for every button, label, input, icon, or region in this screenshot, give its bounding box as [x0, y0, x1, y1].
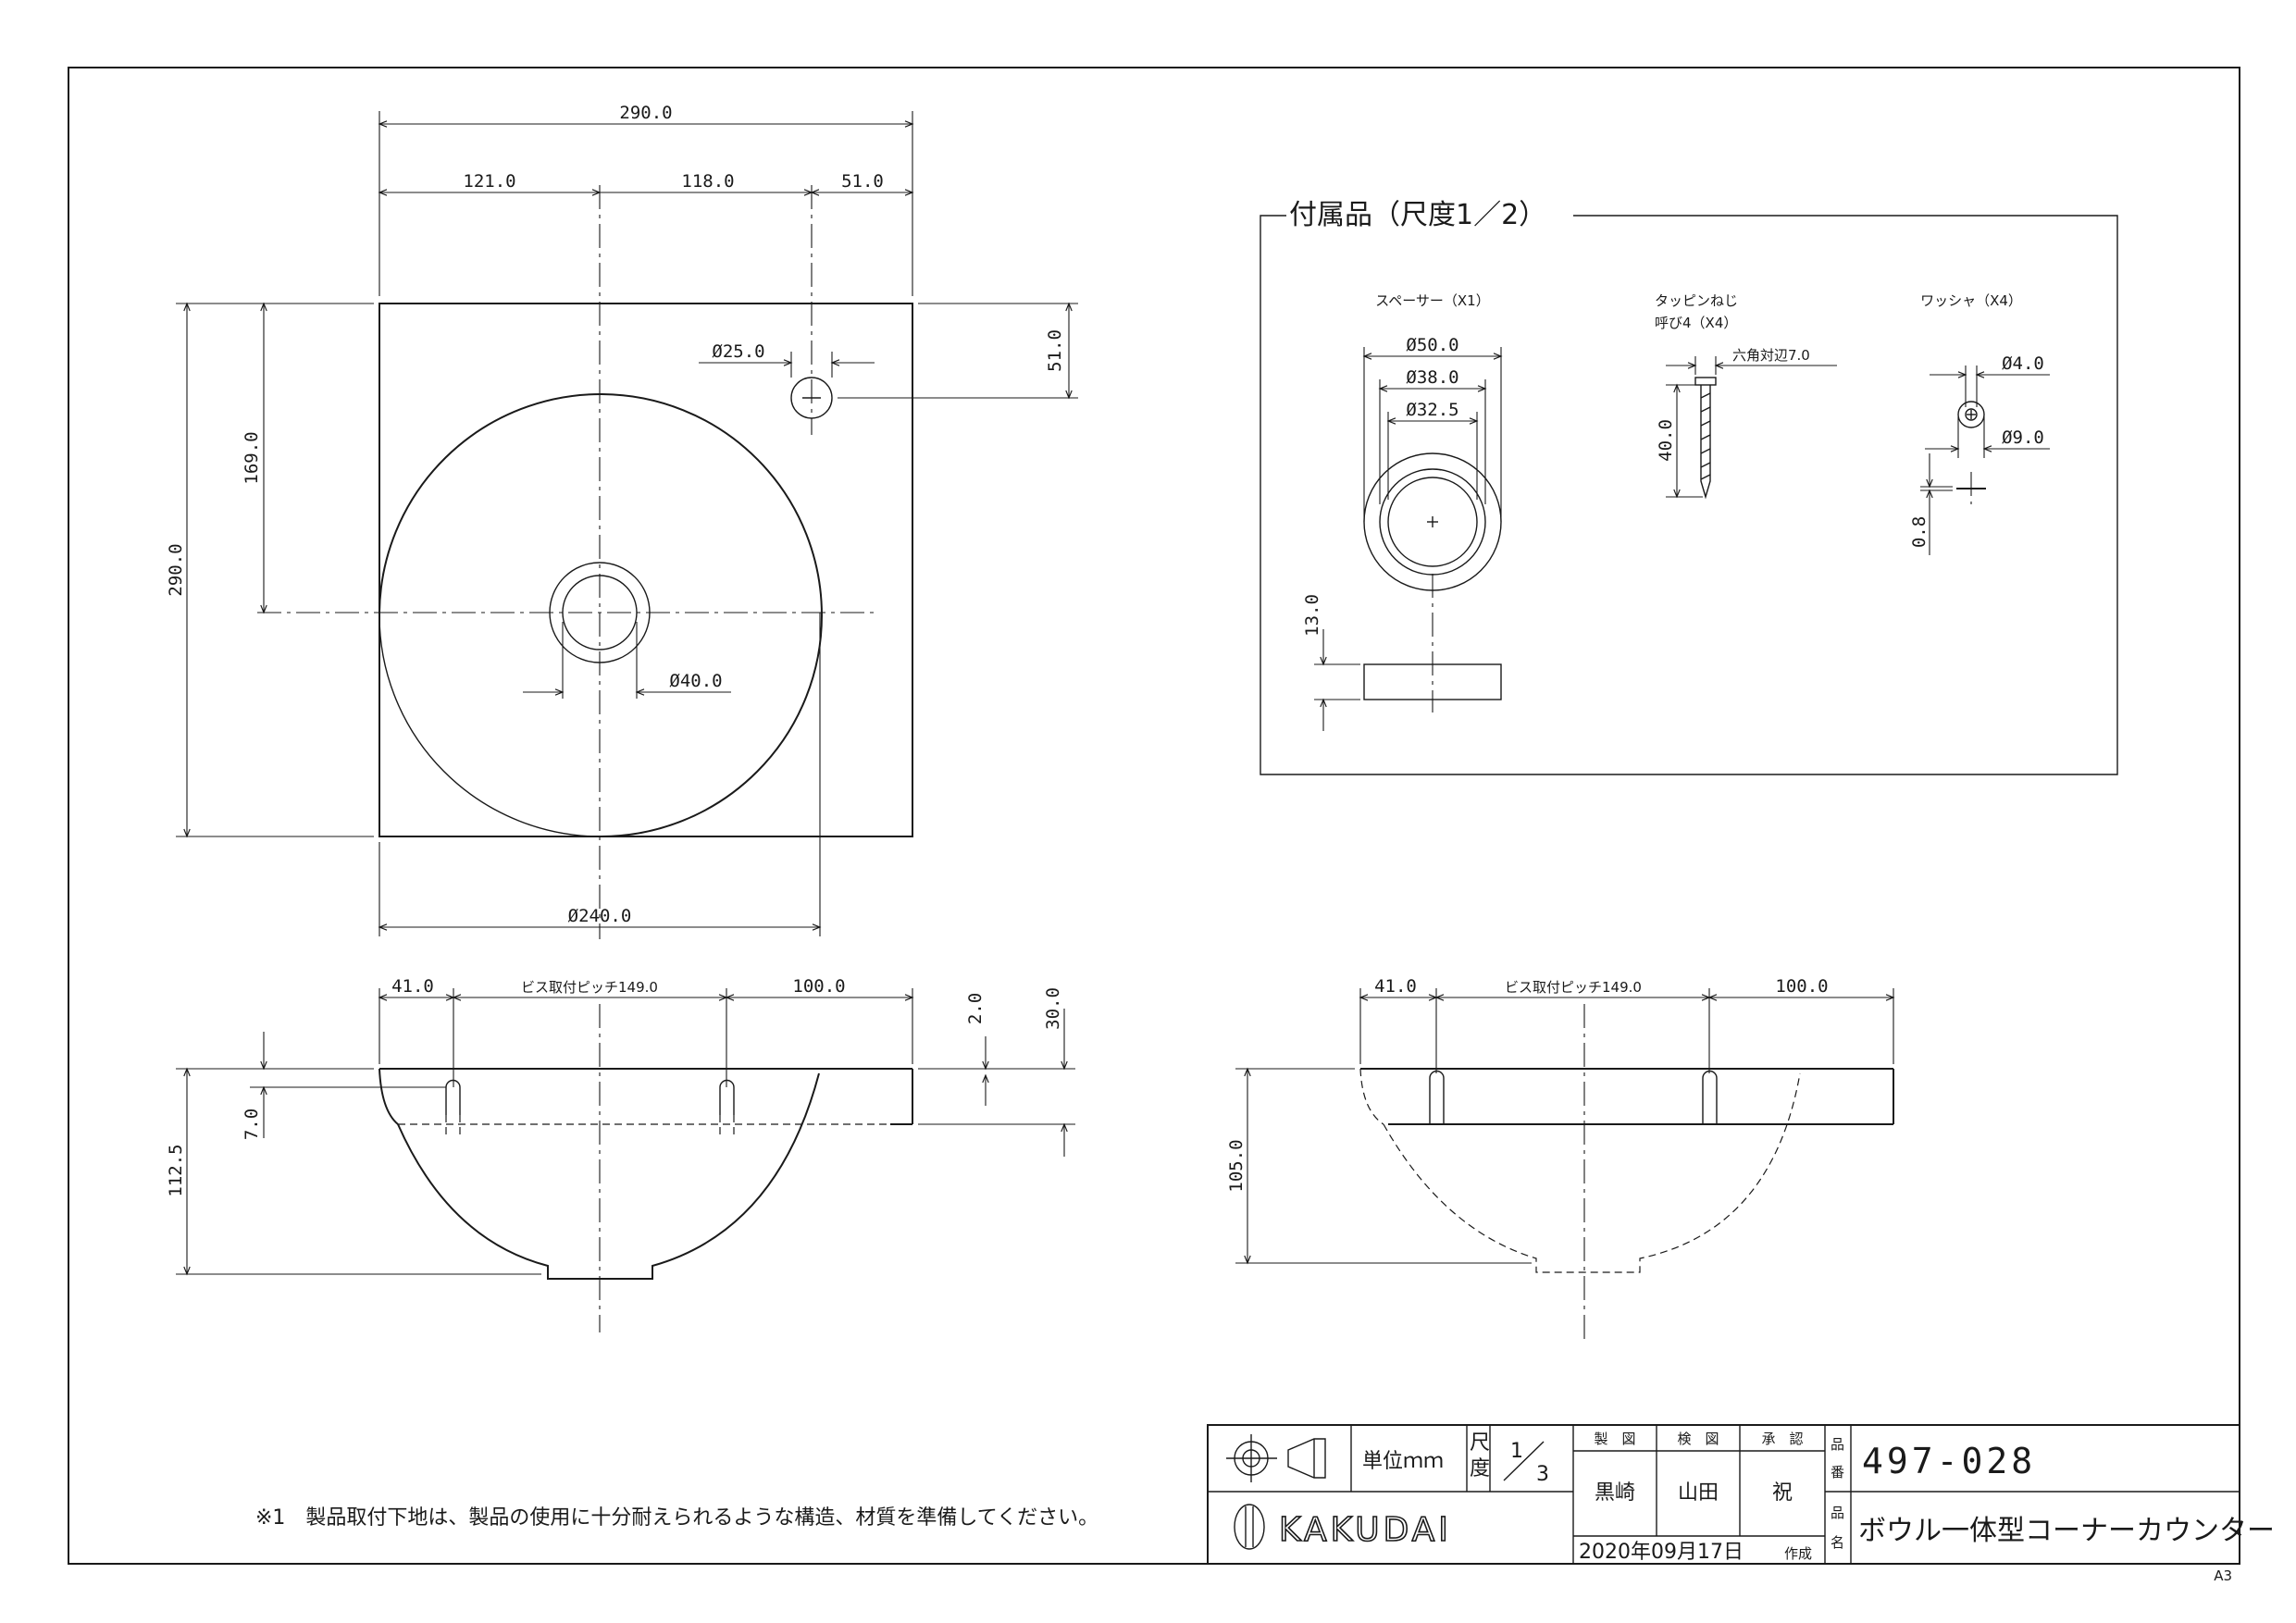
front-dim-slot-depth: 7.0 — [242, 1109, 262, 1140]
bowl-outline-lower — [379, 612, 602, 837]
dim-faucet-offset: 51.0 — [1045, 329, 1065, 372]
title-block: 単位ｍｍ 尺 度 1 3 製 図 検 図 承 認 黒崎 山田 祝 2020年09… — [1207, 1424, 2275, 1565]
dim-drain-dia: Ø40.0 — [669, 671, 722, 691]
sheet-border — [68, 67, 2240, 1565]
company-name: KAKUDAI — [1279, 1511, 1452, 1549]
designed-header: 製 図 — [1594, 1431, 1635, 1447]
dim-left: 121.0 — [463, 171, 515, 192]
side-view: 41.0 ビス取付ピッチ149.0 100.0 105.0 — [1226, 976, 1895, 1342]
spacer-height: 13.0 — [1302, 594, 1322, 637]
approved-header: 承 認 — [1761, 1431, 1803, 1447]
checked-by: 山田 — [1678, 1481, 1719, 1505]
front-dim-left: 41.0 — [391, 976, 434, 997]
part-no-label-2: 番 — [1831, 1464, 1844, 1481]
dim-faucet-hole-dia: Ø25.0 — [712, 341, 764, 362]
scale-den: 3 — [1536, 1463, 1549, 1486]
washer-label: ワッシャ（X4） — [1920, 292, 2022, 309]
scale-label-1: 尺 — [1470, 1431, 1490, 1455]
front-dim-small-top: 2.0 — [965, 993, 986, 1024]
accessories-title: 付属品（尺度1／2） — [1289, 199, 1546, 231]
accessories-box: 付属品（尺度1／2） スペーサー（X1） Ø50.0 Ø38.0 Ø32.5 1… — [1260, 199, 2118, 775]
dim-right: 51.0 — [841, 171, 884, 192]
part-name-label-1: 品 — [1831, 1505, 1844, 1521]
bowl-outline — [379, 393, 823, 837]
spacer-label: スペーサー（X1） — [1375, 292, 1489, 309]
top-view: 290.0 121.0 118.0 51.0 Ø25.0 51.0 290.0 … — [166, 103, 1078, 939]
part-number: 497-028 — [1862, 1441, 2036, 1481]
front-dim-counter-thickness: 30.0 — [1043, 987, 1063, 1030]
washer-thickness: 0.8 — [1909, 516, 1930, 548]
approved-by: 祝 — [1772, 1481, 1793, 1505]
dim-middle: 118.0 — [681, 171, 734, 192]
product-name: ボウル一体型コーナーカウンター — [1858, 1515, 2275, 1547]
dim-overall-width: 290.0 — [619, 103, 672, 123]
projection-symbol-icon — [1226, 1434, 1326, 1482]
side-dim-pitch: ビス取付ピッチ149.0 — [1505, 979, 1642, 996]
screw-length: 40.0 — [1656, 419, 1676, 462]
designed-by: 黒崎 — [1595, 1481, 1635, 1505]
side-dim-left: 41.0 — [1374, 976, 1417, 997]
spacer-dia-outer: Ø50.0 — [1406, 335, 1458, 355]
company-logo-icon: KAKUDAI — [1234, 1504, 1452, 1550]
front-dim-right: 100.0 — [792, 976, 845, 997]
front-view: 41.0 ビス取付ピッチ149.0 100.0 2.0 30.0 112.5 7… — [166, 976, 1075, 1332]
part-name-label-2: 名 — [1831, 1534, 1844, 1551]
washer-outer: Ø9.0 — [2002, 427, 2044, 448]
front-dim-total-height: 112.5 — [166, 1144, 186, 1196]
front-dim-pitch: ビス取付ピッチ149.0 — [521, 979, 658, 996]
spacer-dia-inner: Ø32.5 — [1406, 400, 1458, 420]
drawing-date-suffix: 作成 — [1784, 1545, 1812, 1562]
screw-label-1: タッピンねじ — [1655, 292, 1738, 309]
scale-num: 1 — [1510, 1440, 1523, 1463]
screw-label-2: 呼び4（X4） — [1655, 315, 1737, 331]
side-dim-total-height: 105.0 — [1226, 1139, 1247, 1192]
installation-note: ※1 製品取付下地は、製品の使用に十分耐えられるような構造、材質を準備してくださ… — [255, 1506, 1098, 1530]
scale-label-2: 度 — [1470, 1457, 1490, 1481]
dim-overall-depth: 290.0 — [166, 543, 186, 596]
sheet-size: A3 — [2214, 1567, 2232, 1584]
drawing-date: 2020年09月17日 — [1579, 1541, 1744, 1564]
screw-hex: 六角対辺7.0 — [1732, 347, 1810, 364]
checked-header: 検 図 — [1677, 1431, 1719, 1447]
part-no-label-1: 品 — [1831, 1436, 1844, 1453]
side-dim-right: 100.0 — [1775, 976, 1828, 997]
counter-outline — [379, 303, 913, 837]
unit-label: 単位ｍｍ — [1362, 1450, 1444, 1473]
washer-inner: Ø4.0 — [2002, 353, 2044, 374]
dim-drain-offset: 169.0 — [242, 431, 262, 484]
spacer-dia-mid: Ø38.0 — [1406, 367, 1458, 388]
dim-bowl-dia: Ø240.0 — [568, 906, 632, 926]
